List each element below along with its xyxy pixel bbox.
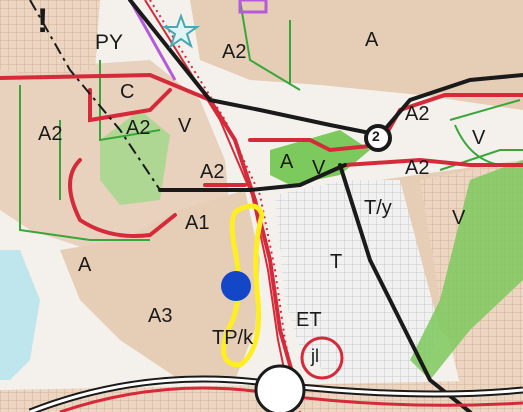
zone-label-tp: TP/k: [212, 327, 254, 349]
jl-circle: [300, 336, 344, 380]
zone-label-a2-top: A2: [222, 41, 247, 63]
zone-label-a-left: A: [78, 254, 92, 276]
industrial-area-t: [275, 180, 440, 385]
star-icon: [161, 13, 201, 49]
purple-boundary: [128, 0, 177, 81]
municipal-boundary: [29, 0, 161, 191]
green-area-right: [410, 160, 523, 380]
junction-circle-icon: [364, 124, 392, 152]
zone-label-a2-center: A2: [200, 161, 225, 183]
water-area: [0, 250, 40, 380]
green-area-left: [100, 110, 170, 205]
zone-label-v-right: V: [452, 207, 466, 229]
green-area-center: [270, 130, 370, 185]
highlighted-area[interactable]: [221, 203, 265, 368]
zone-label-a2-mid: A2: [126, 117, 151, 139]
green-boundaries: [19, 0, 523, 241]
zone-label-a1: A1: [185, 212, 210, 234]
zone-label-t: T: [330, 251, 343, 273]
exclamation-mark: !: [37, 2, 49, 40]
junction-number: 2: [372, 128, 380, 144]
zone-label-a3: A3: [148, 305, 173, 327]
zone-label-a2-right-top: A2: [405, 103, 430, 125]
zone-label-py: PY: [95, 31, 124, 54]
zone-label-a2-left: A2: [38, 123, 63, 145]
zone-label-ty: T/y: [364, 197, 392, 219]
zone-label-a-center: A: [280, 151, 294, 173]
zone-label-c: C: [120, 81, 135, 103]
zone-label-v-right-top: V: [472, 127, 486, 149]
residential-area-center: [60, 190, 260, 380]
zone-label-a-top-right: A: [365, 29, 379, 51]
interchange-circle: [254, 364, 306, 412]
zone-label-a2-right: A2: [405, 157, 430, 179]
location-marker-icon[interactable]: [221, 271, 251, 301]
zone-label-et: ET: [296, 309, 322, 331]
zone-label-v-mid: V: [178, 115, 192, 137]
zone-label-v-center: V: [312, 157, 326, 179]
residential-area-top: [190, 0, 523, 110]
purple-marker: [238, 0, 268, 14]
zone-label-jl: jl: [311, 346, 319, 366]
grid-area-topleft: [0, 0, 100, 75]
